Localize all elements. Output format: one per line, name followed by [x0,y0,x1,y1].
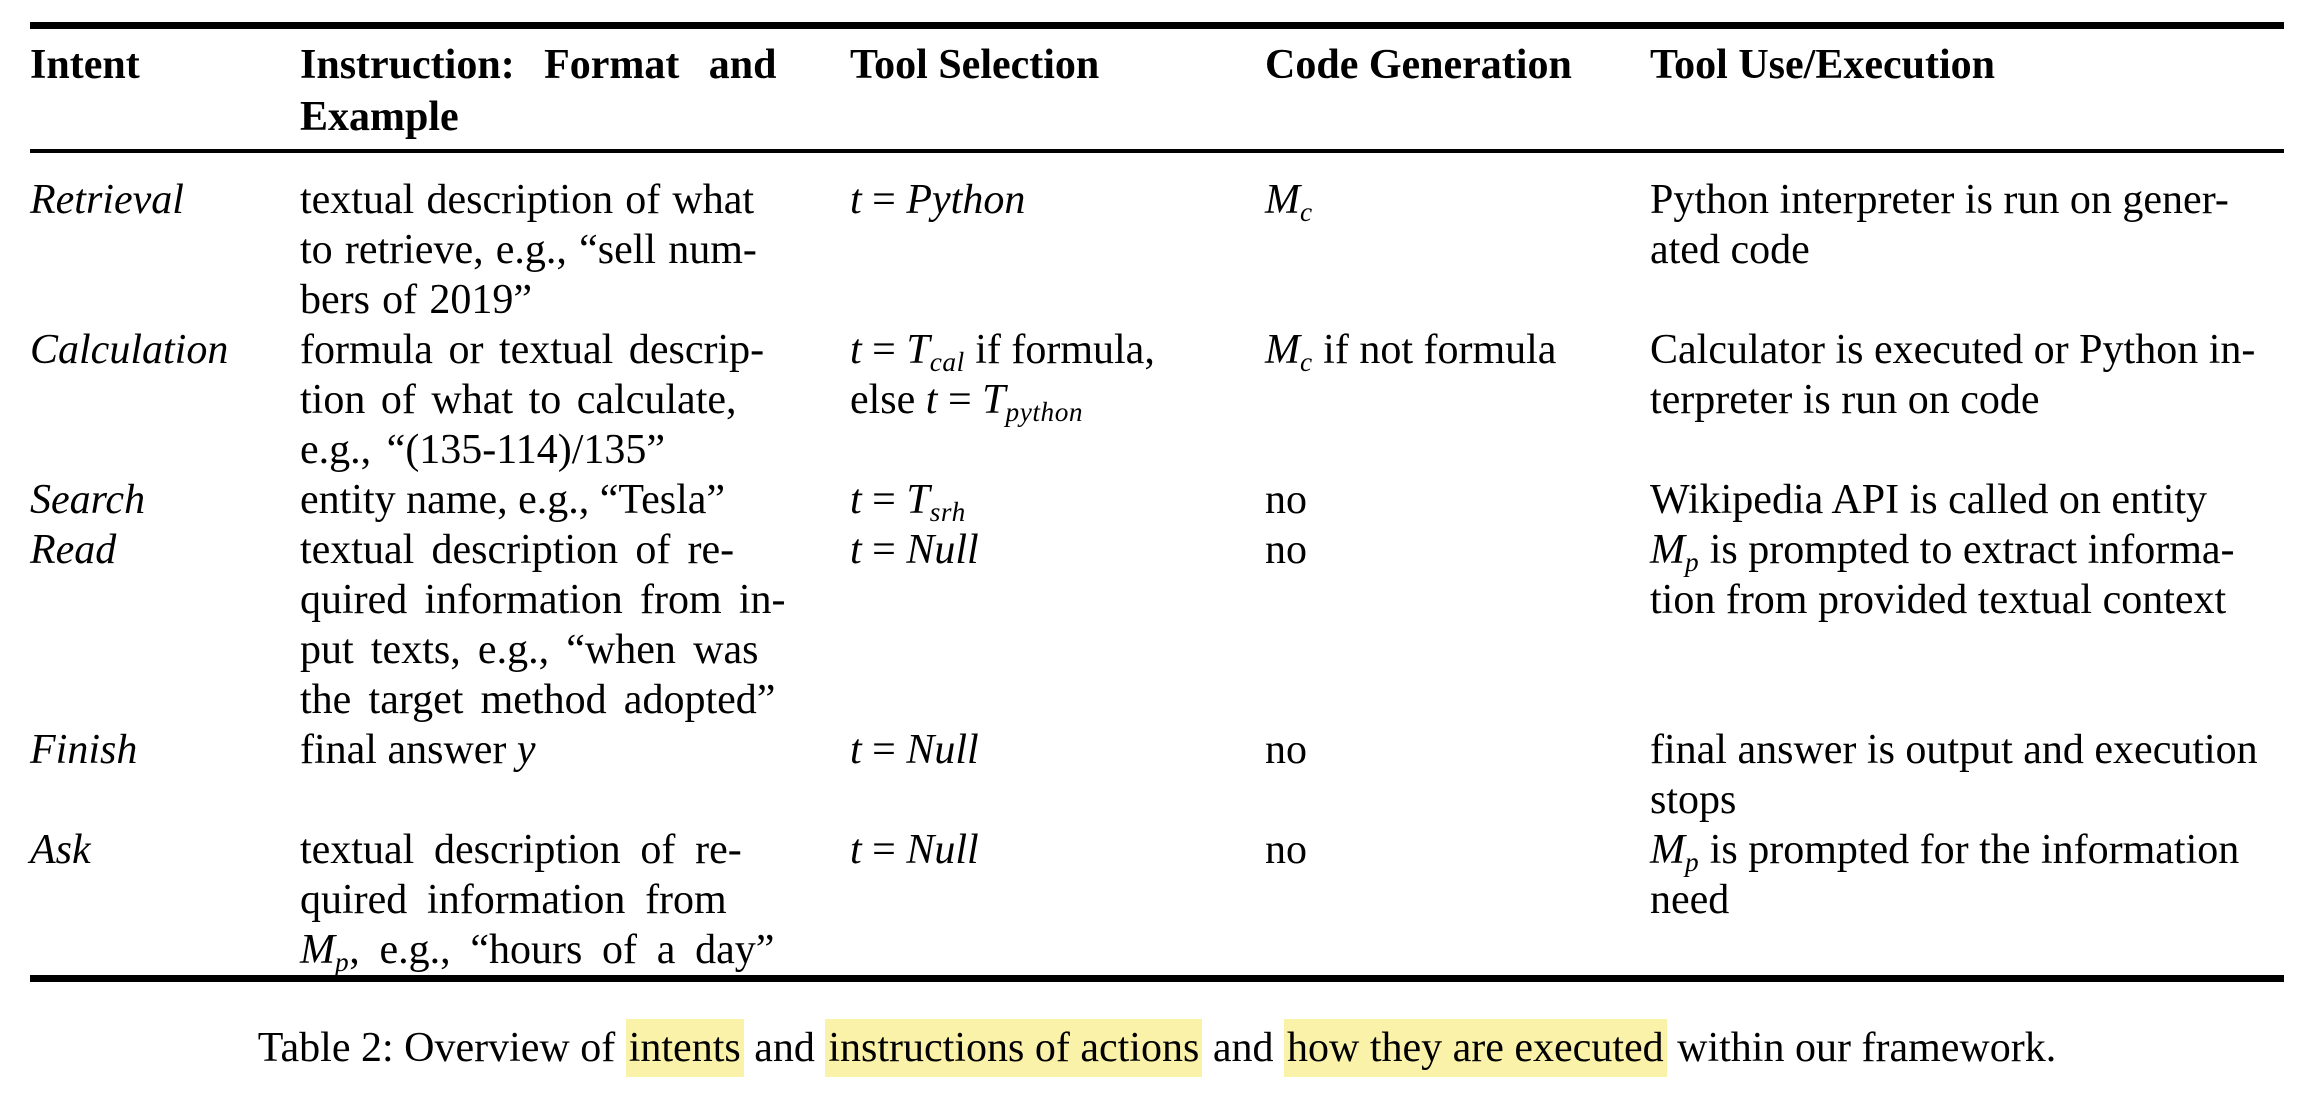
cell-intent: Finish [30,727,138,773]
table-row-search: Search entity name, e.g., “Tesla” t = Ts… [30,475,2284,528]
cell-instruction: entity name, e.g., “Tesla” [300,477,726,523]
cell-tool-selection: t = Tsrh [850,477,966,528]
cell-tool-use: Calculator is executed or Python in-terp… [1650,327,2256,423]
cell-tool-selection: t = Tcal if formula,else t = Tpython [850,327,1155,428]
cell-intent: Ask [30,827,91,873]
highlighted-text: instructions of actions [825,1019,1203,1077]
cell-instruction: textual description of re-quired informa… [300,827,775,978]
table-row-read: Read textual description of re-quired in… [30,525,2284,725]
cell-intent: Search [30,477,146,523]
cell-code-generation: no [1265,477,1307,523]
cell-instruction: final answer y [300,727,536,773]
table-row-finish: Finish final answer y t = Null no final … [30,725,2284,825]
cell-instruction: formula or textual descrip-tion of what … [300,327,765,473]
highlighted-text: how they are executed [1283,1019,1667,1077]
cell-intent: Read [30,527,117,573]
column-header-tool-selection: Tool Selection [850,42,1100,88]
cell-tool-selection: t = Null [850,527,979,573]
column-header-code-generation: Code Generation [1265,42,1572,88]
cell-tool-selection: t = Python [850,177,1026,223]
cell-instruction: textual description of re-quired informa… [300,527,786,723]
column-header-intent: Intent [30,42,140,88]
cell-code-generation: no [1265,727,1307,773]
cell-code-generation: Mc if not formula [1265,327,1557,378]
table-caption: Table 2: Overview of intents and instruc… [0,1019,2314,1077]
cell-code-generation: no [1265,827,1307,873]
cell-intent: Retrieval [30,177,184,223]
table-row-ask: Ask textual description of re-quired inf… [30,825,2284,979]
cell-tool-selection: t = Null [850,827,979,873]
cell-intent: Calculation [30,327,229,373]
highlighted-text: intents [625,1019,744,1077]
cell-tool-use: Mp is prompted to extract informa-tion f… [1650,527,2235,623]
cell-code-generation: Mc [1265,177,1313,228]
cell-code-generation: no [1265,527,1307,573]
cell-tool-use: Python interpreter is run on gener-ated … [1650,177,2229,273]
column-header-tool-use-execution: Tool Use/Execution [1650,42,1995,88]
cell-tool-selection: t = Null [850,727,979,773]
cell-tool-use: Wikipedia API is called on entity [1650,477,2208,523]
table-row-calculation: Calculation formula or textual descrip-t… [30,325,2284,475]
